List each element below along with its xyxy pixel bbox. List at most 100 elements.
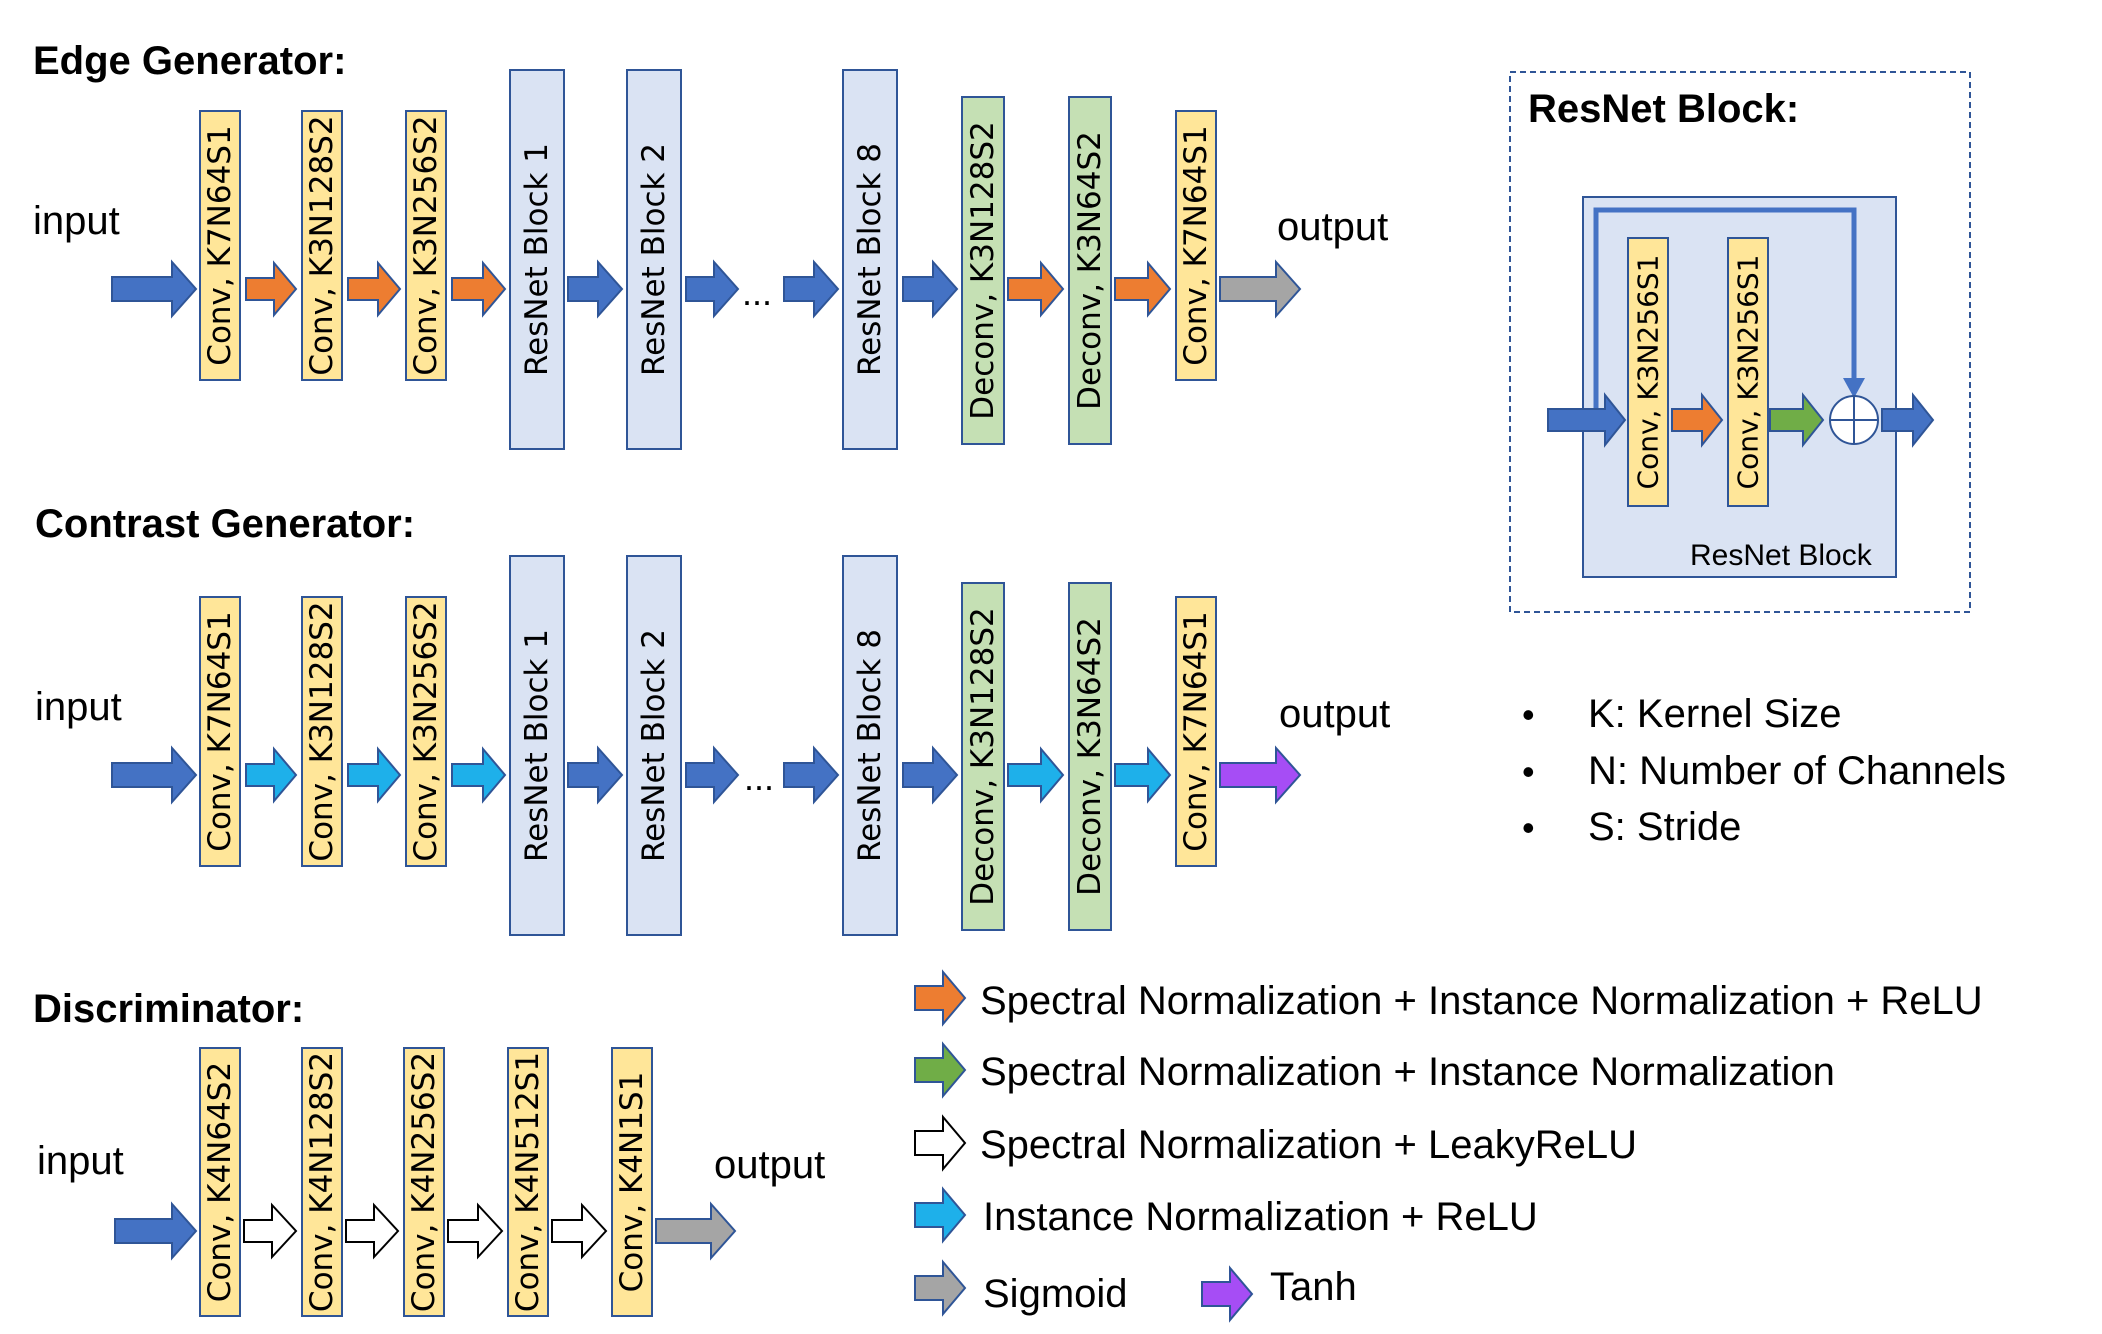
resnet-block-layer-1-label: Conv, K3N256S1 [1632,255,1665,490]
contrast-generator-layer-4-box [509,555,565,936]
edge-generator-layer-1-label: Conv, K7N64S1 [202,125,238,365]
contrast-generator: Contrast Generator: input output ... Con… [35,502,1390,936]
green-arrow-icon [914,1041,967,1099]
edge-generator-layer-9: Conv, K7N64S1 [1175,110,1217,381]
discriminator-layer-4: Conv, K4N512S1 [507,1047,549,1317]
edge-generator-arrow-2 [245,260,298,318]
contrast-generator-title: Contrast Generator: [35,502,415,546]
edge-generator-arrow-10 [1114,260,1172,318]
discriminator-arrow-4 [447,1202,504,1260]
discriminator-layer-5-label: Conv, K4N1S1 [614,1072,650,1293]
contrast-generator-arrow-4 [451,746,507,804]
contrast-generator-layer-8: Deconv, K3N64S2 [1068,582,1112,931]
discriminator-arrow-1 [114,1201,198,1261]
discriminator-layer-1: Conv, K4N64S2 [199,1047,241,1317]
edge-generator-arrow-5 [567,259,624,319]
contrast-generator-arrow-10 [1114,746,1172,804]
discriminator-layer-3-box [403,1047,445,1317]
discriminator-arrow-5 [551,1202,608,1260]
contrast-output-label: output [1279,692,1390,736]
contrast-generator-layer-3-box [405,596,447,867]
skip-arrowhead [1843,378,1865,398]
contrast-generator-layer-9-box [1175,596,1217,867]
edge-generator-layer-3-label: Conv, K3N256S2 [408,115,444,375]
contrast-generator-layer-2: Conv, K3N128S2 [301,596,343,867]
resnet-inner-label: ResNet Block [1690,539,1873,572]
contrast-generator-arrow-9 [1007,746,1065,804]
contrast-generator-arrow-1 [111,745,198,805]
contrast-generator-layer-1: Conv, K7N64S1 [199,596,241,867]
contrast-generator-layer-3-label: Conv, K3N256S2 [408,601,444,861]
discriminator-layer-5-box [611,1047,653,1317]
contrast-generator-layer-3: Conv, K3N256S2 [405,596,447,867]
discriminator-layer-3: Conv, K4N256S2 [403,1047,445,1317]
edge-generator-layer-8: Deconv, K3N64S2 [1068,96,1112,445]
contrast-generator-layer-5-label: ResNet Block 2 [636,629,672,862]
contrast-generator-layer-9-label: Conv, K7N64S1 [1178,611,1214,851]
cyan-arrow-icon [914,1186,967,1244]
resnet-detail-title: ResNet Block: [1528,87,1799,131]
legend-item-purple: Tanh [1201,1265,1357,1323]
legend-item-orange: Spectral Normalization + Instance Normal… [914,969,1983,1027]
notation-text: S: Stride [1588,805,1741,849]
bullet-icon: • [1522,807,1535,848]
edge-generator-layer-1-box [199,110,241,381]
edge-generator-layer-6: ResNet Block 8 [842,69,898,450]
contrast-generator-layer-6-label: ResNet Block 8 [852,629,888,862]
edge-generator-arrow-3 [347,260,402,318]
notation-item: • S: Stride [1522,805,1741,849]
edge-generator-layer-6-box [842,69,898,450]
edge-generator-layer-9-box [1175,110,1217,381]
contrast-generator-arrow-8 [902,745,959,805]
edge-generator-layer-5-label: ResNet Block 2 [636,143,672,376]
edge-generator-layer-5-box [626,69,682,450]
orange-arrow-icon [914,969,967,1027]
discriminator-layer-2-label: Conv, K4N128S2 [304,1052,340,1312]
edge-input-label: input [33,199,120,243]
edge-generator-arrow-4 [451,260,507,318]
legend-item-gray: Sigmoid [914,1259,1128,1317]
edge-generator-layer-7-box [961,96,1005,445]
edge-generator-layer-8-box [1068,96,1112,445]
contrast-generator-arrow-5 [567,745,624,805]
edge-generator-layer-2-box [301,110,343,381]
resnet-block-layer-2-box [1727,237,1769,507]
bullet-icon: • [1522,751,1535,792]
edge-generator-title: Edge Generator: [33,39,346,83]
notation-item: •N: Number of Channels [1522,749,2006,793]
discriminator-output-label: output [714,1143,825,1187]
edge-generator-layer-6-label: ResNet Block 8 [852,143,888,376]
edge-generator-layer-2: Conv, K3N128S2 [301,110,343,381]
contrast-generator-layer-8-box [1068,582,1112,931]
contrast-generator-layer-1-box [199,596,241,867]
contrast-generator-layer-7-box [961,582,1005,931]
discriminator-layer-4-box [507,1047,549,1317]
edge-generator-arrow-6 [685,259,740,319]
add-circle-icon [1829,395,1879,445]
contrast-generator-arrow-6 [685,745,740,805]
edge-generator-arrow-1 [111,259,198,319]
edge-generator-arrow-9 [1007,260,1065,318]
resnet-block-layer-2: Conv, K3N256S1 [1727,237,1769,507]
contrast-generator-layer-6: ResNet Block 8 [842,555,898,936]
edge-output-label: output [1277,205,1388,249]
legend-label: Instance Normalization + ReLU [983,1195,1538,1239]
contrast-generator-layer-2-label: Conv, K3N128S2 [304,601,340,861]
edge-generator-layer-3-box [405,110,447,381]
discriminator-arrow-2 [243,1202,298,1260]
contrast-generator-layer-2-box [301,596,343,867]
legend-label: Spectral Normalization + Instance Normal… [980,1050,1835,1094]
resnet-block-arrow-1 [1547,392,1627,448]
edge-generator-layer-8-label: Deconv, K3N64S2 [1072,131,1108,410]
discriminator-layer-2-box [301,1047,343,1317]
discriminator-layer-1-box [199,1047,241,1317]
legend: Spectral Normalization + Instance Normal… [914,969,1983,1323]
discriminator-layer-3-label: Conv, K4N256S2 [406,1052,442,1312]
discriminator-input-label: input [37,1139,124,1183]
edge-generator-layer-3: Conv, K3N256S2 [405,110,447,381]
resnet-block-arrow-3 [1769,392,1825,448]
discriminator-title: Discriminator: [33,987,304,1031]
resnet-block-arrow-4 [1881,392,1935,448]
resnet-block-layer-1: Conv, K3N256S1 [1627,237,1669,507]
